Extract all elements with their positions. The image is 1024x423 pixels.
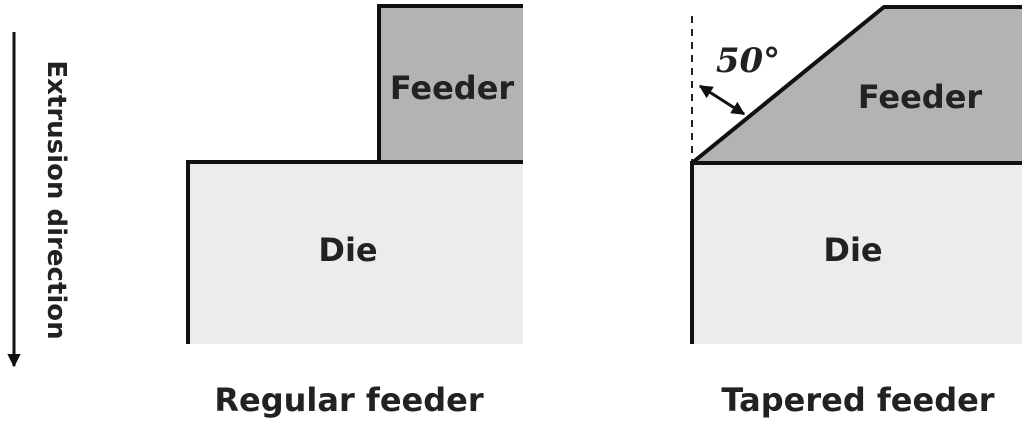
- tapered-feeder-caption: Tapered feeder: [721, 381, 994, 419]
- tapered-die-label: Die: [823, 231, 882, 269]
- regular-feeder-region: [379, 6, 523, 162]
- taper-angle-label: 50°: [716, 41, 780, 81]
- tapered-feeder-region: [694, 7, 1022, 163]
- angle-indicator-arrow: [698, 84, 746, 116]
- regular-die-region: [188, 162, 523, 344]
- regular-feeder-caption: Regular feeder: [214, 381, 483, 419]
- regular-die-outline: [186, 160, 523, 344]
- regular-feeder-diagram: Feeder Die Regular feeder: [186, 4, 523, 419]
- tapered-feeder-diagram: 50° Feeder Die Tapered feeder: [690, 5, 1022, 419]
- regular-die-label: Die: [318, 231, 377, 269]
- regular-feeder-outline: [377, 4, 523, 162]
- extrusion-direction-indicator: Extrusion direction: [7, 32, 71, 368]
- tapered-feeder-outline: [690, 5, 1022, 165]
- regular-feeder-label: Feeder: [390, 69, 515, 107]
- extrusion-direction-label: Extrusion direction: [41, 60, 71, 339]
- tapered-feeder-label: Feeder: [858, 78, 983, 116]
- tapered-die-region: [692, 163, 1022, 344]
